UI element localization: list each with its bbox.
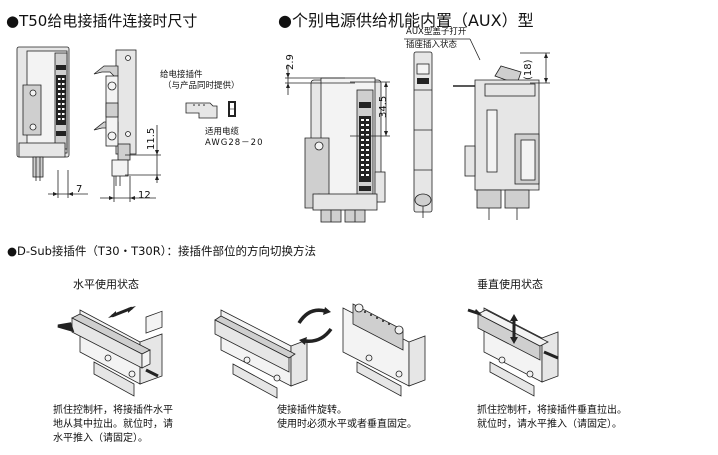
aux-slim-side-view-drawing bbox=[413, 51, 433, 218]
dimension-2-9: 2.9 bbox=[285, 54, 296, 70]
dsub-horizontal-illustration bbox=[57, 306, 163, 397]
section1-title: ●T50给电接插件连接时尺寸 bbox=[6, 12, 198, 30]
dimension-11-5: 11.5 bbox=[146, 127, 157, 150]
step1-heading: 水平使用状态 bbox=[73, 278, 139, 291]
connector-label-line1: 给电接插件 bbox=[160, 70, 203, 80]
step3-heading: 垂直使用状态 bbox=[477, 278, 543, 291]
step3-line1: 抓住控制杆，将接插件垂直拉出。 bbox=[477, 405, 627, 416]
dimension-line-11-5 bbox=[125, 125, 161, 183]
aux-note-leader-line bbox=[404, 38, 481, 61]
cable-label-line2: AWG28－20 bbox=[205, 138, 264, 148]
dsub-rotate-illustration-left bbox=[214, 309, 308, 399]
step1-line2: 地从其中拉出。就位时，请 bbox=[53, 419, 173, 430]
rotate-arrows-icon bbox=[297, 307, 333, 345]
dimension-18: (18) bbox=[523, 59, 534, 80]
dimension-12: 12 bbox=[138, 190, 151, 201]
step1-line3: 水平推入（请固定）。 bbox=[53, 433, 148, 444]
dimension-34-5: 34.5 bbox=[378, 95, 389, 118]
dimension-7: 7 bbox=[76, 184, 83, 195]
connector-label-line2: （与产品同时提供） bbox=[163, 81, 240, 91]
section3-title: ●D-Sub接插件（T30・T30R）：接插件部位的方向切换方法 bbox=[7, 244, 316, 258]
aux-front-view-drawing bbox=[304, 77, 386, 223]
step3-text: 抓住控制杆，将接插件垂直拉出。 就位时，请水平推入（请固定）。 bbox=[477, 404, 627, 432]
t50-side-view-drawing bbox=[93, 49, 137, 186]
aux-note-line2: 插座插入状态 bbox=[406, 40, 458, 50]
step2-line1: 使接插件旋转。 bbox=[277, 405, 347, 416]
section2-title: ●个别电源供给机能内置（AUX）型 bbox=[278, 11, 534, 30]
dimension-line-7 bbox=[48, 170, 88, 198]
dimension-line-12 bbox=[100, 176, 156, 202]
t50-front-view-drawing bbox=[16, 46, 70, 181]
step1-text: 抓住控制杆，将接插件水平 地从其中拉出。就位时，请 水平推入（请固定）。 bbox=[53, 404, 173, 446]
step1-line1: 抓住控制杆，将接插件水平 bbox=[53, 405, 173, 416]
dimension-line-34-5 bbox=[350, 81, 390, 137]
aux-right-view-drawing bbox=[453, 65, 540, 220]
dimension-line-2-9 bbox=[285, 65, 355, 95]
dsub-vertical-illustration bbox=[467, 307, 559, 397]
step2-text: 使接插件旋转。 使用时必须水平或者垂直固定。 bbox=[277, 404, 417, 432]
cable-label-line1: 适用电缆 bbox=[205, 127, 240, 137]
aux-note-line1: AUX型盖子打开 bbox=[406, 27, 467, 37]
dsub-rotate-illustration-right bbox=[342, 303, 426, 397]
step2-line2: 使用时必须水平或者垂直固定。 bbox=[277, 419, 417, 430]
power-connector-drawing bbox=[185, 101, 236, 119]
dimension-line-18 bbox=[520, 52, 550, 84]
step3-line2: 就位时，请水平推入（请固定）。 bbox=[477, 419, 622, 430]
